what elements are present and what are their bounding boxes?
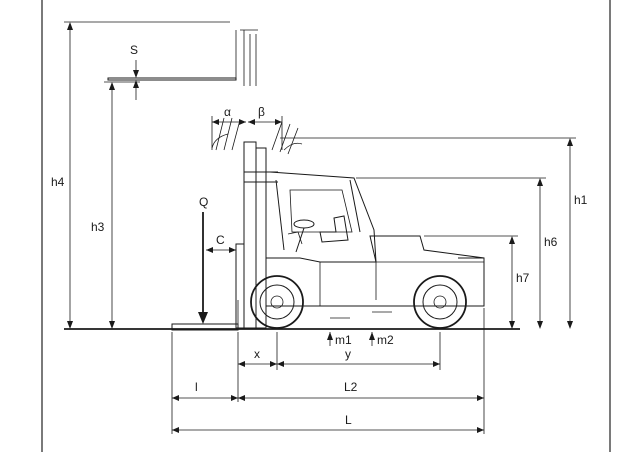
label-c: C: [216, 233, 225, 247]
label-h7: h7: [516, 271, 530, 285]
rear-wheel: [413, 275, 467, 329]
dim-m2: m2: [369, 332, 394, 347]
dim-tilt: α β: [211, 105, 283, 150]
dim-h3: h3: [91, 81, 140, 329]
label-h3: h3: [91, 220, 105, 234]
label-beta: β: [258, 105, 265, 119]
cab-window: [289, 189, 353, 233]
chassis-body: [265, 235, 485, 307]
operator-seat: [319, 215, 349, 243]
label-alpha: α: [224, 105, 231, 119]
fork-lowered: [171, 323, 239, 331]
label-m2: m2: [377, 333, 394, 347]
front-wheel: [250, 275, 304, 329]
dim-h6: h6: [356, 177, 558, 329]
dim-h7: h7: [424, 235, 530, 329]
dim-l2: L2: [238, 380, 484, 401]
load-q: Q: [198, 195, 208, 324]
label-h1: h1: [574, 193, 588, 207]
label-m1: m1: [335, 333, 352, 347]
label-l2: L2: [344, 380, 358, 394]
dim-h1: h1: [280, 137, 588, 329]
label-l-total: L: [345, 413, 352, 427]
dim-s: S: [130, 43, 139, 100]
label-x: x: [254, 347, 260, 361]
mast-inner: [255, 147, 267, 329]
counterweight: [458, 257, 485, 307]
label-l: l: [195, 380, 198, 394]
dim-h4: h4: [51, 21, 230, 329]
fork-raised: [107, 77, 237, 81]
label-y: y: [345, 347, 351, 361]
dim-c: C: [206, 233, 237, 256]
fork-carriage: [235, 243, 245, 329]
dim-y: y: [277, 347, 440, 367]
dim-x: x: [238, 347, 277, 367]
mast-outer: [243, 141, 257, 329]
label-h6: h6: [544, 235, 558, 249]
label-q: Q: [199, 195, 208, 209]
dim-m1: m1: [327, 332, 352, 347]
forklift-drawing: [107, 29, 485, 331]
steering-wheel: [293, 219, 315, 229]
label-h4: h4: [51, 175, 65, 189]
label-s: S: [130, 43, 138, 57]
dim-l: l: [172, 380, 238, 401]
overhead-guard: [269, 171, 377, 263]
dim-l-total: L: [172, 413, 484, 433]
